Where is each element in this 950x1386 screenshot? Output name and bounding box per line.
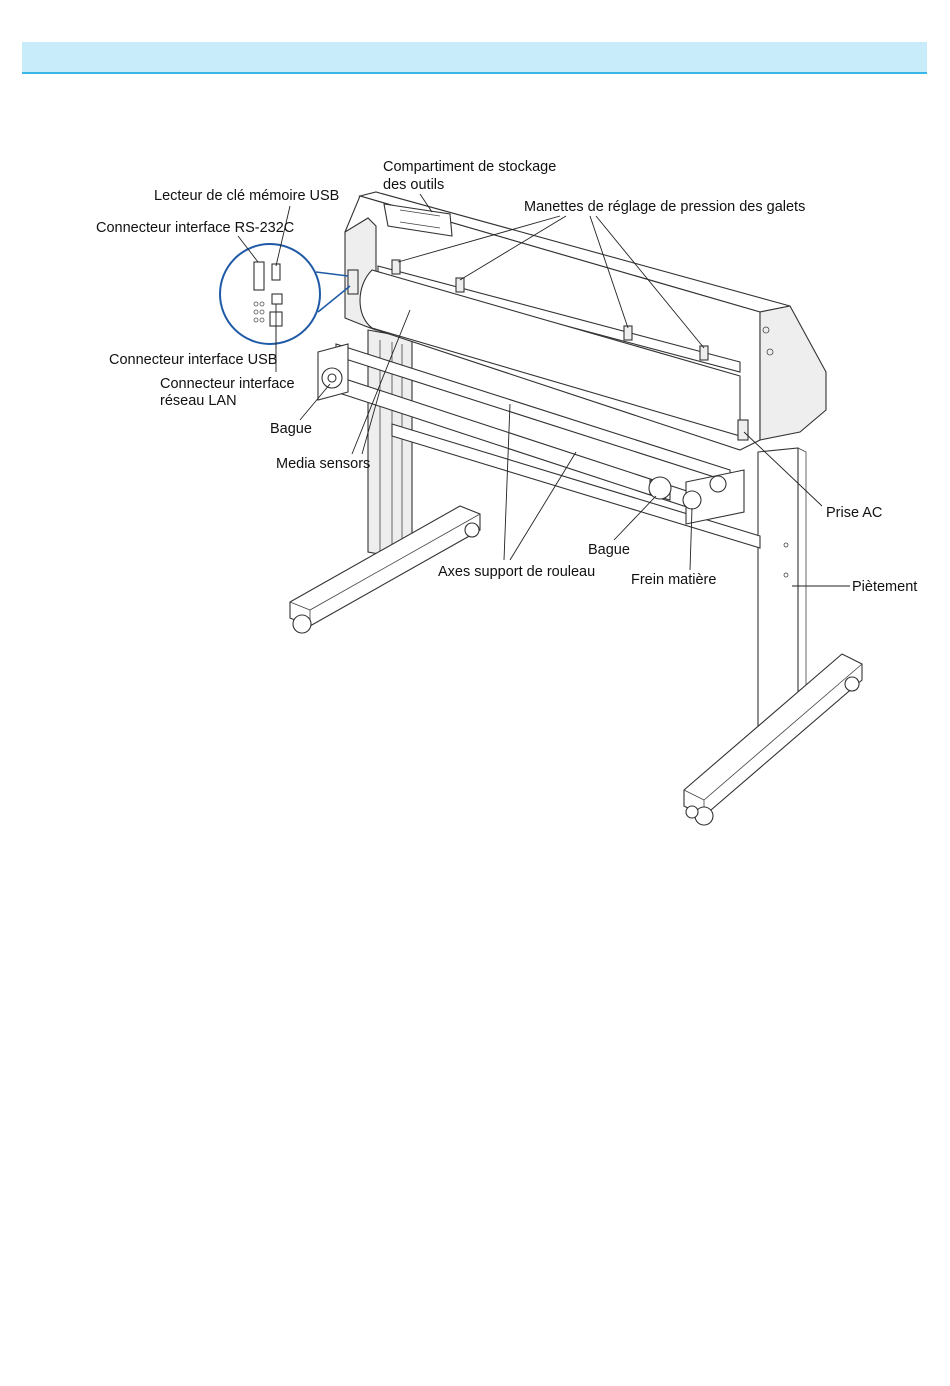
label-rs232c: Connecteur interface RS-232C: [96, 220, 294, 236]
connector-callout: [220, 244, 350, 344]
label-tool-storage-1: Compartiment de stockage: [383, 159, 556, 175]
rs232c-port-icon: [254, 262, 264, 290]
label-roll-axes: Axes support de rouleau: [438, 564, 595, 580]
label-usb-memory-reader: Lecteur de clé mémoire USB: [154, 188, 339, 204]
label-stand: Piètement: [852, 579, 917, 595]
label-usb-interface: Connecteur interface USB: [109, 352, 277, 368]
usb-memory-slot-icon: [272, 264, 280, 280]
label-ac-socket: Prise AC: [826, 505, 882, 521]
label-ring-left: Bague: [270, 421, 312, 437]
label-lan-2: réseau LAN: [160, 393, 237, 409]
callout-circle: [220, 244, 320, 344]
label-tool-storage-2: des outils: [383, 177, 444, 193]
label-media-sensors: Media sensors: [276, 456, 370, 472]
label-pressure-levers: Manettes de réglage de pression des gale…: [524, 199, 805, 215]
usb-interface-port-icon: [272, 294, 282, 304]
label-lan-1: Connecteur interface: [160, 376, 295, 392]
label-media-brake: Frein matière: [631, 572, 716, 588]
label-ring-right: Bague: [588, 542, 630, 558]
